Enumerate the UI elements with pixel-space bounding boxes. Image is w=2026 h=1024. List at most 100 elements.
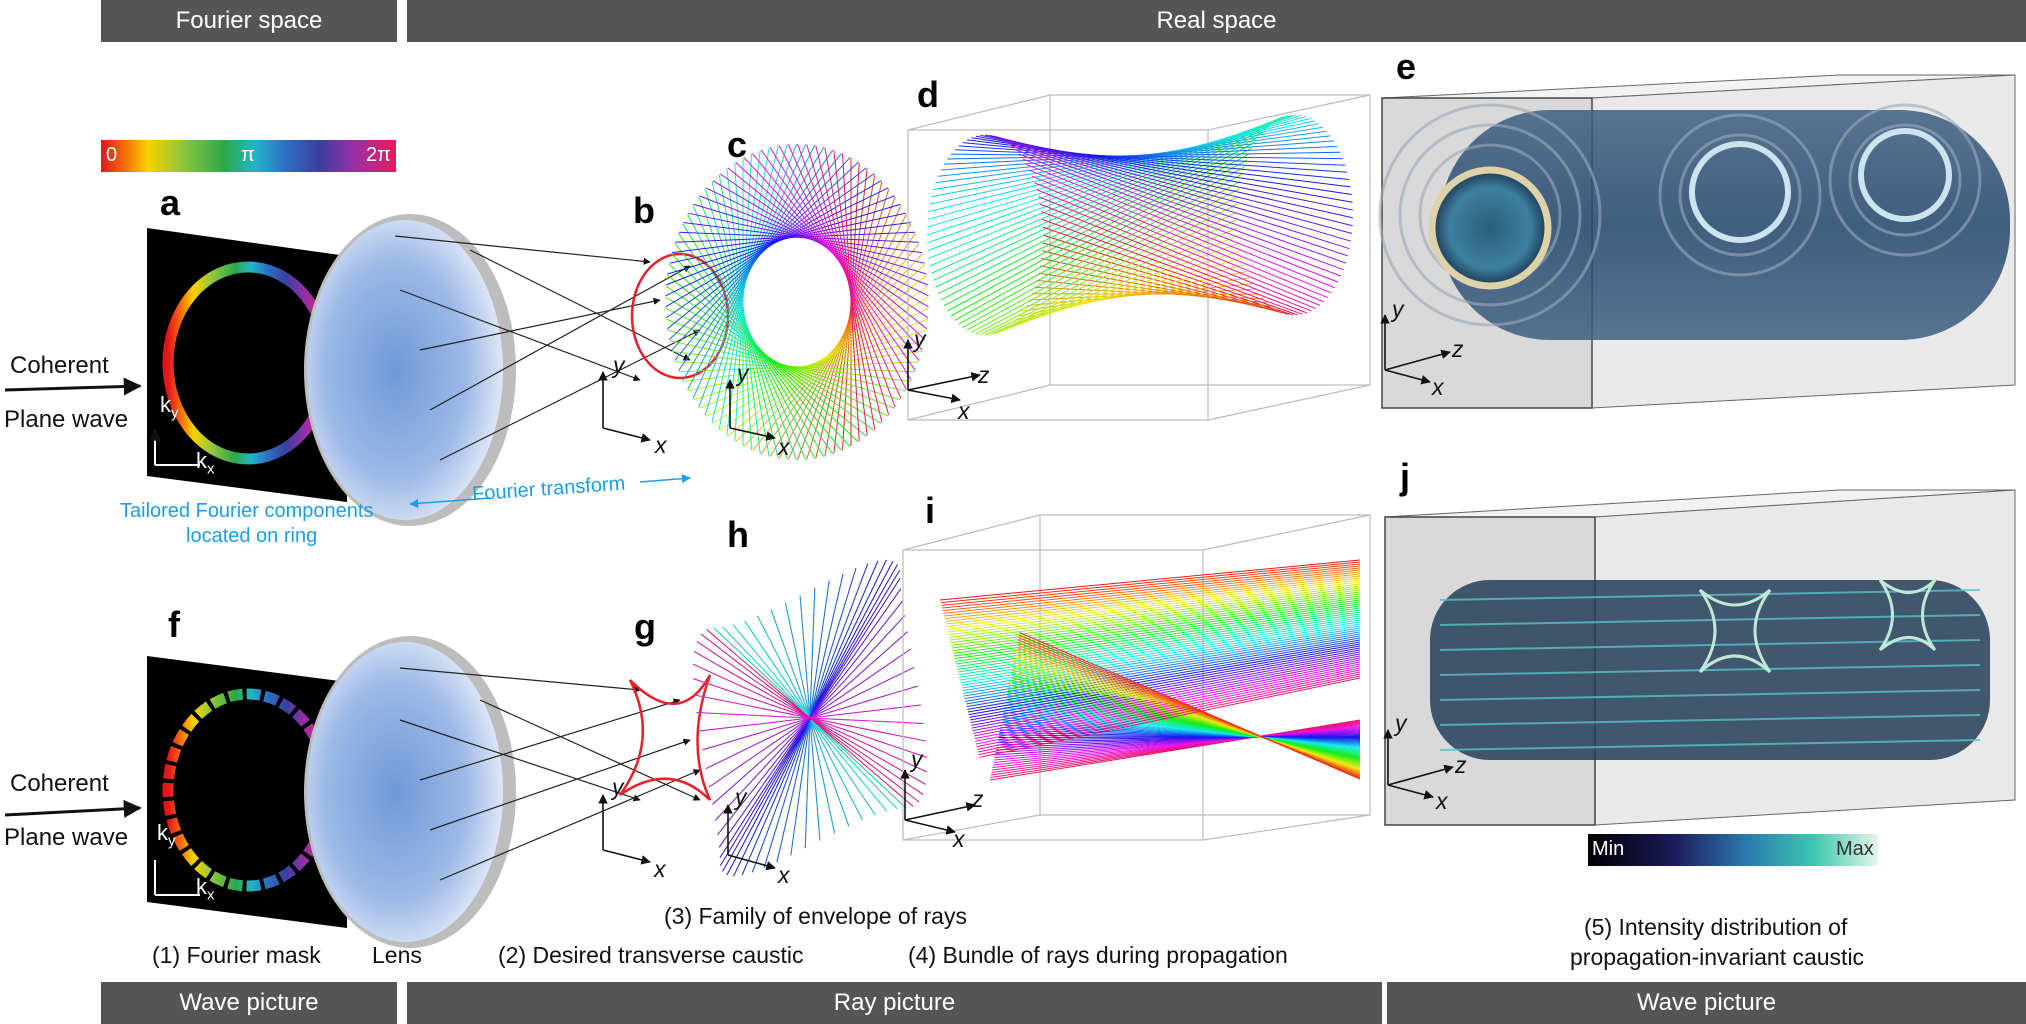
ray-line: [947, 147, 1253, 312]
ray-line: [970, 651, 1361, 724]
axes-j: [1383, 729, 1454, 800]
axis-z-i: z: [972, 786, 984, 812]
ray-bundle-i: [939, 559, 1361, 781]
axis-y-h: y: [735, 784, 747, 810]
ray-line: [941, 563, 1361, 606]
ray-line: [972, 657, 1361, 732]
ray-line: [944, 573, 1361, 620]
ray-line: [941, 565, 1361, 609]
axis-x-h: x: [778, 862, 790, 888]
ray-line: [967, 643, 1361, 713]
ray-line: [942, 567, 1361, 612]
axes-c: [725, 379, 776, 441]
caption-intensity-line2: propagation-invariant caustic: [1570, 944, 1865, 970]
ray-line: [1022, 277, 1250, 312]
panel-label-e: e: [1396, 46, 1417, 87]
ray-line: [971, 188, 1240, 333]
ray-line: [966, 180, 1241, 331]
caption-family-envelope: (3) Family of envelope of rays: [664, 903, 967, 929]
axes-mask-a: [149, 428, 200, 466]
ray-line: [1022, 158, 1339, 283]
phase-colorbar-min: 0: [106, 144, 118, 166]
input-label-planewave-bottom: Plane wave: [4, 824, 129, 851]
axis-x-c: x: [778, 434, 790, 460]
ray-line: [951, 593, 1361, 646]
ray-line: [980, 203, 1238, 336]
axis-y-e: y: [1392, 296, 1404, 322]
axis-z-e: z: [1452, 336, 1464, 362]
annotation-located-on-ring: located on ring: [186, 525, 318, 547]
ray-line: [949, 589, 1361, 641]
ray-line: [943, 141, 1256, 307]
ray-line: [945, 575, 1361, 622]
ray-line: [979, 677, 1361, 758]
ray-line: [961, 625, 1361, 689]
intensity-volume-j: [1384, 489, 2016, 826]
axis-z-d: z: [978, 362, 990, 388]
ray-line: [969, 649, 1361, 721]
ray-line: [946, 579, 1361, 628]
ray-line: [958, 615, 1361, 676]
ray-line: [931, 121, 1275, 274]
ray-line: [959, 619, 1361, 681]
ray-line: [962, 173, 1243, 328]
ray-line: [949, 587, 1361, 638]
ray-line: [993, 227, 1238, 335]
axes-h: [723, 804, 776, 871]
ray-line: [959, 617, 1361, 678]
ray-line: [950, 591, 1361, 644]
ray-line: [943, 569, 1361, 614]
ray-line: [989, 219, 1238, 336]
ray-line: [993, 135, 1353, 235]
input-label-coherent-top: Coherent: [10, 352, 109, 379]
ray-line: [960, 621, 1361, 684]
ray-line: [933, 124, 1271, 281]
ray-line: [1039, 203, 1312, 312]
ray-line: [948, 585, 1361, 636]
ray-line: [975, 665, 1361, 742]
panel-label-i: i: [925, 490, 936, 531]
ray-line: [966, 639, 1361, 708]
ray-line: [969, 647, 1361, 718]
panel-label-g: g: [634, 606, 656, 647]
footer-wave-picture-left: Wave picture: [101, 982, 397, 1024]
panel-label-h: h: [727, 514, 749, 555]
axis-y-j: y: [1395, 710, 1407, 736]
input-arrow-bottom: [4, 799, 142, 818]
ray-line: [1018, 153, 1342, 277]
ray-line: [940, 561, 1361, 604]
ray-line: [1002, 242, 1240, 331]
ray-line: [953, 599, 1361, 654]
annotation-fourier-components: Tailored Fourier components: [120, 500, 374, 522]
ray-line: [978, 675, 1361, 756]
panel-label-j: j: [1400, 456, 1411, 497]
rays-top: [394, 235, 701, 461]
ray-line: [1034, 182, 1325, 303]
ray-line: [984, 134, 1354, 219]
panel-label-d: d: [917, 74, 939, 115]
axis-x-i: x: [953, 826, 965, 852]
ray-line: [927, 116, 1306, 220]
header-fourier-space: Fourier space: [101, 0, 397, 42]
ray-line: [952, 597, 1361, 652]
caption-fourier-mask: (1) Fourier mask: [152, 942, 321, 968]
axis-x-j: x: [1436, 788, 1448, 814]
panel-label-c: c: [727, 124, 748, 165]
ray-line: [984, 211, 1238, 336]
ray-line: [975, 667, 1361, 745]
ray-line: [977, 671, 1361, 750]
ray-line: [1042, 218, 1303, 315]
ray-line: [962, 627, 1361, 692]
ray-line: [968, 645, 1361, 716]
intensity-colorbar: [1588, 834, 1878, 866]
ray-line: [971, 655, 1361, 729]
ray-envelope-c: [665, 143, 929, 461]
ray-line: [958, 166, 1245, 325]
fourier-transform-arrow-right: [639, 474, 691, 484]
axis-kx-a: kx: [196, 448, 215, 478]
ray-line: [1042, 226, 1299, 316]
ray-line: [957, 613, 1361, 673]
axis-kx-f: kx: [196, 874, 215, 904]
phase-colorbar: [101, 140, 396, 172]
